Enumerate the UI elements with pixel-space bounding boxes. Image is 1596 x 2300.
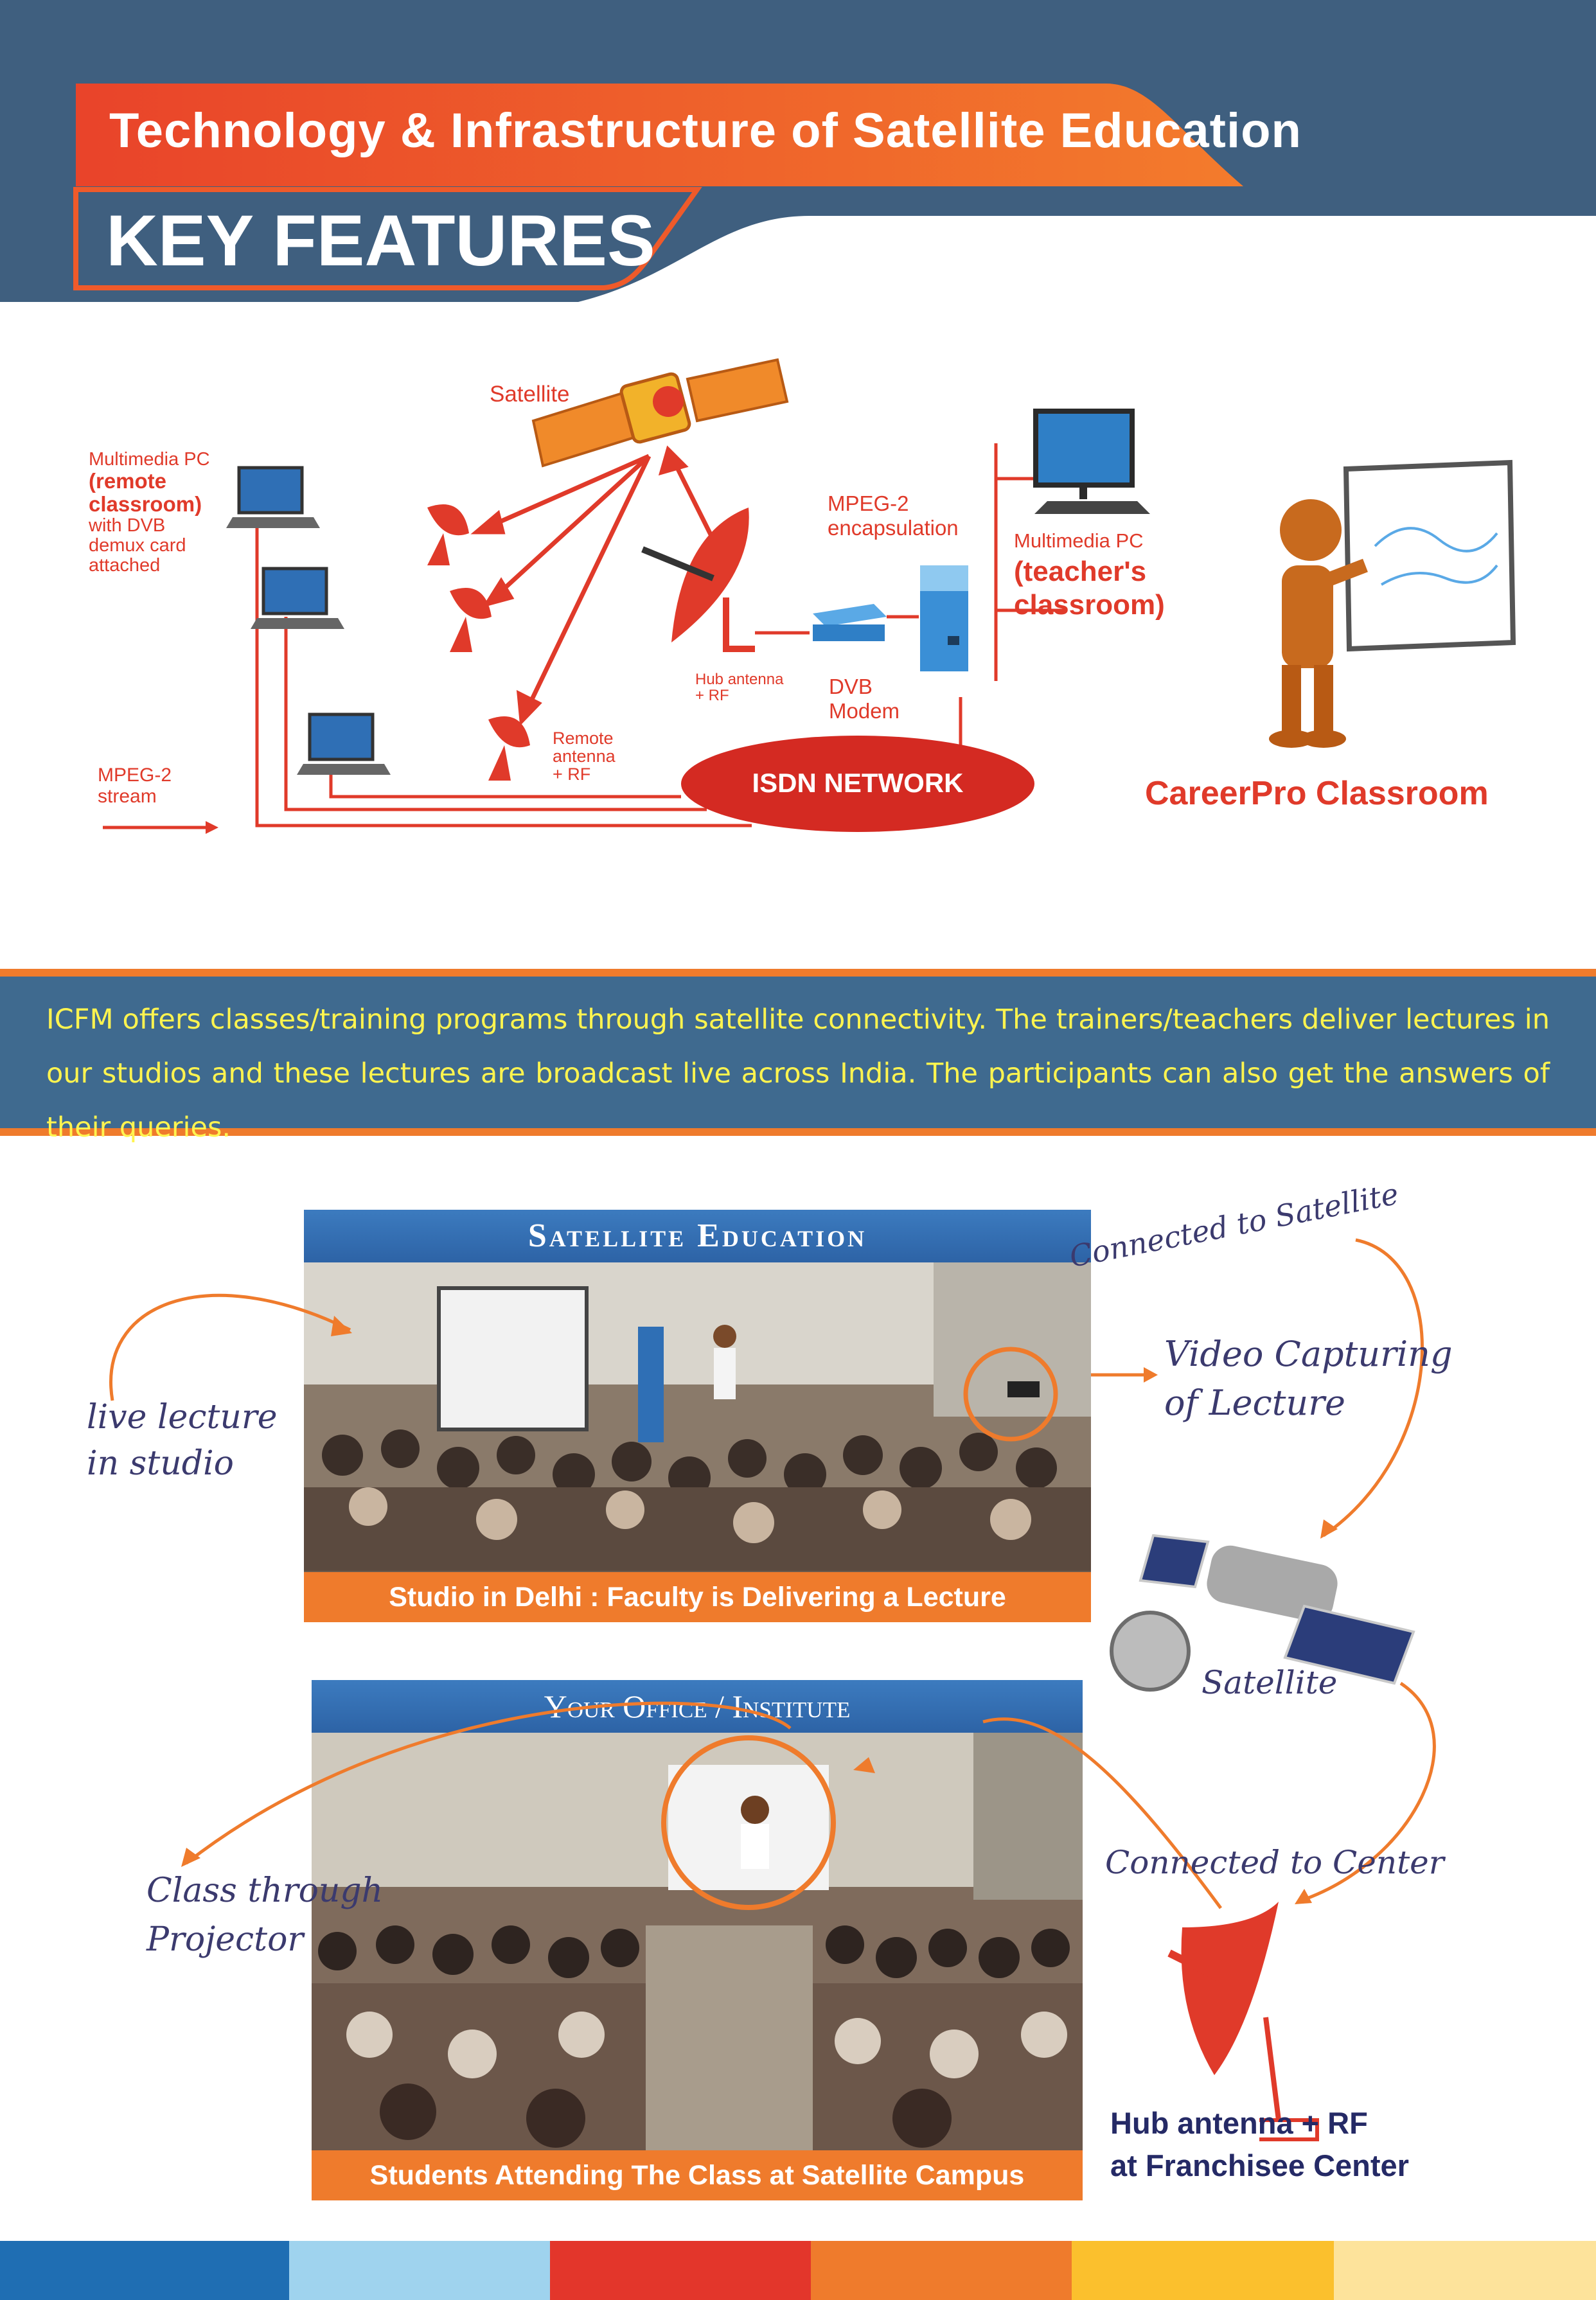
- flow-satellite-icon: [1110, 1534, 1415, 1692]
- office-photo-title: Your Office / Institute: [312, 1680, 1083, 1733]
- isdn-network-ellipse: [681, 736, 1034, 832]
- flow-hub-antenna-icon: [1167, 1902, 1319, 2141]
- satellite-arrows: [470, 445, 716, 726]
- hub-antenna-icon: [641, 508, 755, 652]
- studio-photo-title: Satellite Education: [304, 1210, 1091, 1262]
- studio-scene: [304, 1262, 1091, 1571]
- network-lines: [255, 443, 1067, 827]
- hub-antenna-franchisee-label: Hub antenna + RF at Franchisee Center: [1110, 2106, 1409, 2182]
- satellite-label: Satellite: [490, 382, 570, 407]
- remote-pc-icon: [297, 712, 391, 775]
- mpeg-encapsulation-label: MPEG-2 encapsulation: [828, 491, 959, 540]
- connected-to-center-label: Connected to Center: [1105, 1844, 1444, 1881]
- live-lecture-label: live lecture in studio: [87, 1398, 278, 1483]
- teacher-pc-icon: [1033, 409, 1150, 514]
- mpeg-stream-label: MPEG-2 stream: [98, 765, 172, 807]
- footer-strip-segment: [1072, 2241, 1334, 2300]
- camera-highlight-circle: [963, 1347, 1058, 1442]
- info-band-text: ICFM offers classes/training programs th…: [46, 1004, 1550, 1144]
- header-title: KEY FEATURES: [106, 200, 655, 281]
- remote-pc-icon: [251, 567, 344, 629]
- remote-dish-icon: [450, 588, 492, 652]
- careerpro-label: CareerPro Classroom: [1145, 775, 1489, 812]
- network-diagram: Satellite: [103, 358, 1516, 834]
- class-projector-label: Class through Projector: [146, 1871, 384, 1959]
- remote-dish-icon: [427, 504, 469, 565]
- teacher-pc-label: Multimedia PC (teacher's classroom): [1014, 529, 1165, 621]
- footer-strip-segment: [811, 2241, 1072, 2300]
- dvb-modem-icon: [813, 604, 887, 641]
- satellite-flow-label: Satellite: [1201, 1664, 1338, 1701]
- projector-highlight-circle: [661, 1735, 836, 1910]
- mpeg-stream-arrow: [103, 821, 218, 834]
- footer-strip-segment: [289, 2241, 550, 2300]
- camera-icon: [1007, 1381, 1040, 1397]
- video-capturing-label: Video Capturing of Lecture: [1164, 1334, 1453, 1423]
- remote-pc-icon: [226, 466, 320, 528]
- office-scene: [312, 1733, 1083, 2150]
- remote-pc-label: Multimedia PC (remote classroom) with DV…: [89, 449, 210, 576]
- info-band: [0, 969, 1596, 1136]
- header-subtitle: Technology & Infrastructure of Satellite…: [109, 103, 1302, 158]
- teacher-figure-icon: [1269, 459, 1516, 748]
- footer-strip-segment: [1334, 2241, 1596, 2300]
- studio-photo: Satellite Education Studio in Delhi : Fa…: [304, 1210, 1091, 1622]
- remote-antenna-label: Remote antenna + RF: [553, 729, 616, 784]
- satellite-icon: [531, 358, 789, 468]
- office-photo: Your Office / Institute Students Attendi…: [312, 1680, 1083, 2200]
- hub-antenna-label: Hub antenna + RF: [695, 671, 784, 704]
- encapsulation-server-icon: [920, 565, 968, 671]
- dvb-modem-label: DVB Modem: [829, 675, 900, 723]
- flow-arrows: [109, 1238, 1436, 2141]
- isdn-label: ISDN NETWORK: [752, 768, 964, 798]
- remote-dish-icon: [488, 716, 530, 781]
- office-photo-caption: Students Attending The Class at Satellit…: [312, 2150, 1083, 2200]
- studio-photo-caption: Studio in Delhi : Faculty is Delivering …: [304, 1572, 1091, 1622]
- footer-strip-segment: [0, 2241, 289, 2300]
- footer-strip-segment: [550, 2241, 811, 2300]
- header-background: [0, 0, 1596, 302]
